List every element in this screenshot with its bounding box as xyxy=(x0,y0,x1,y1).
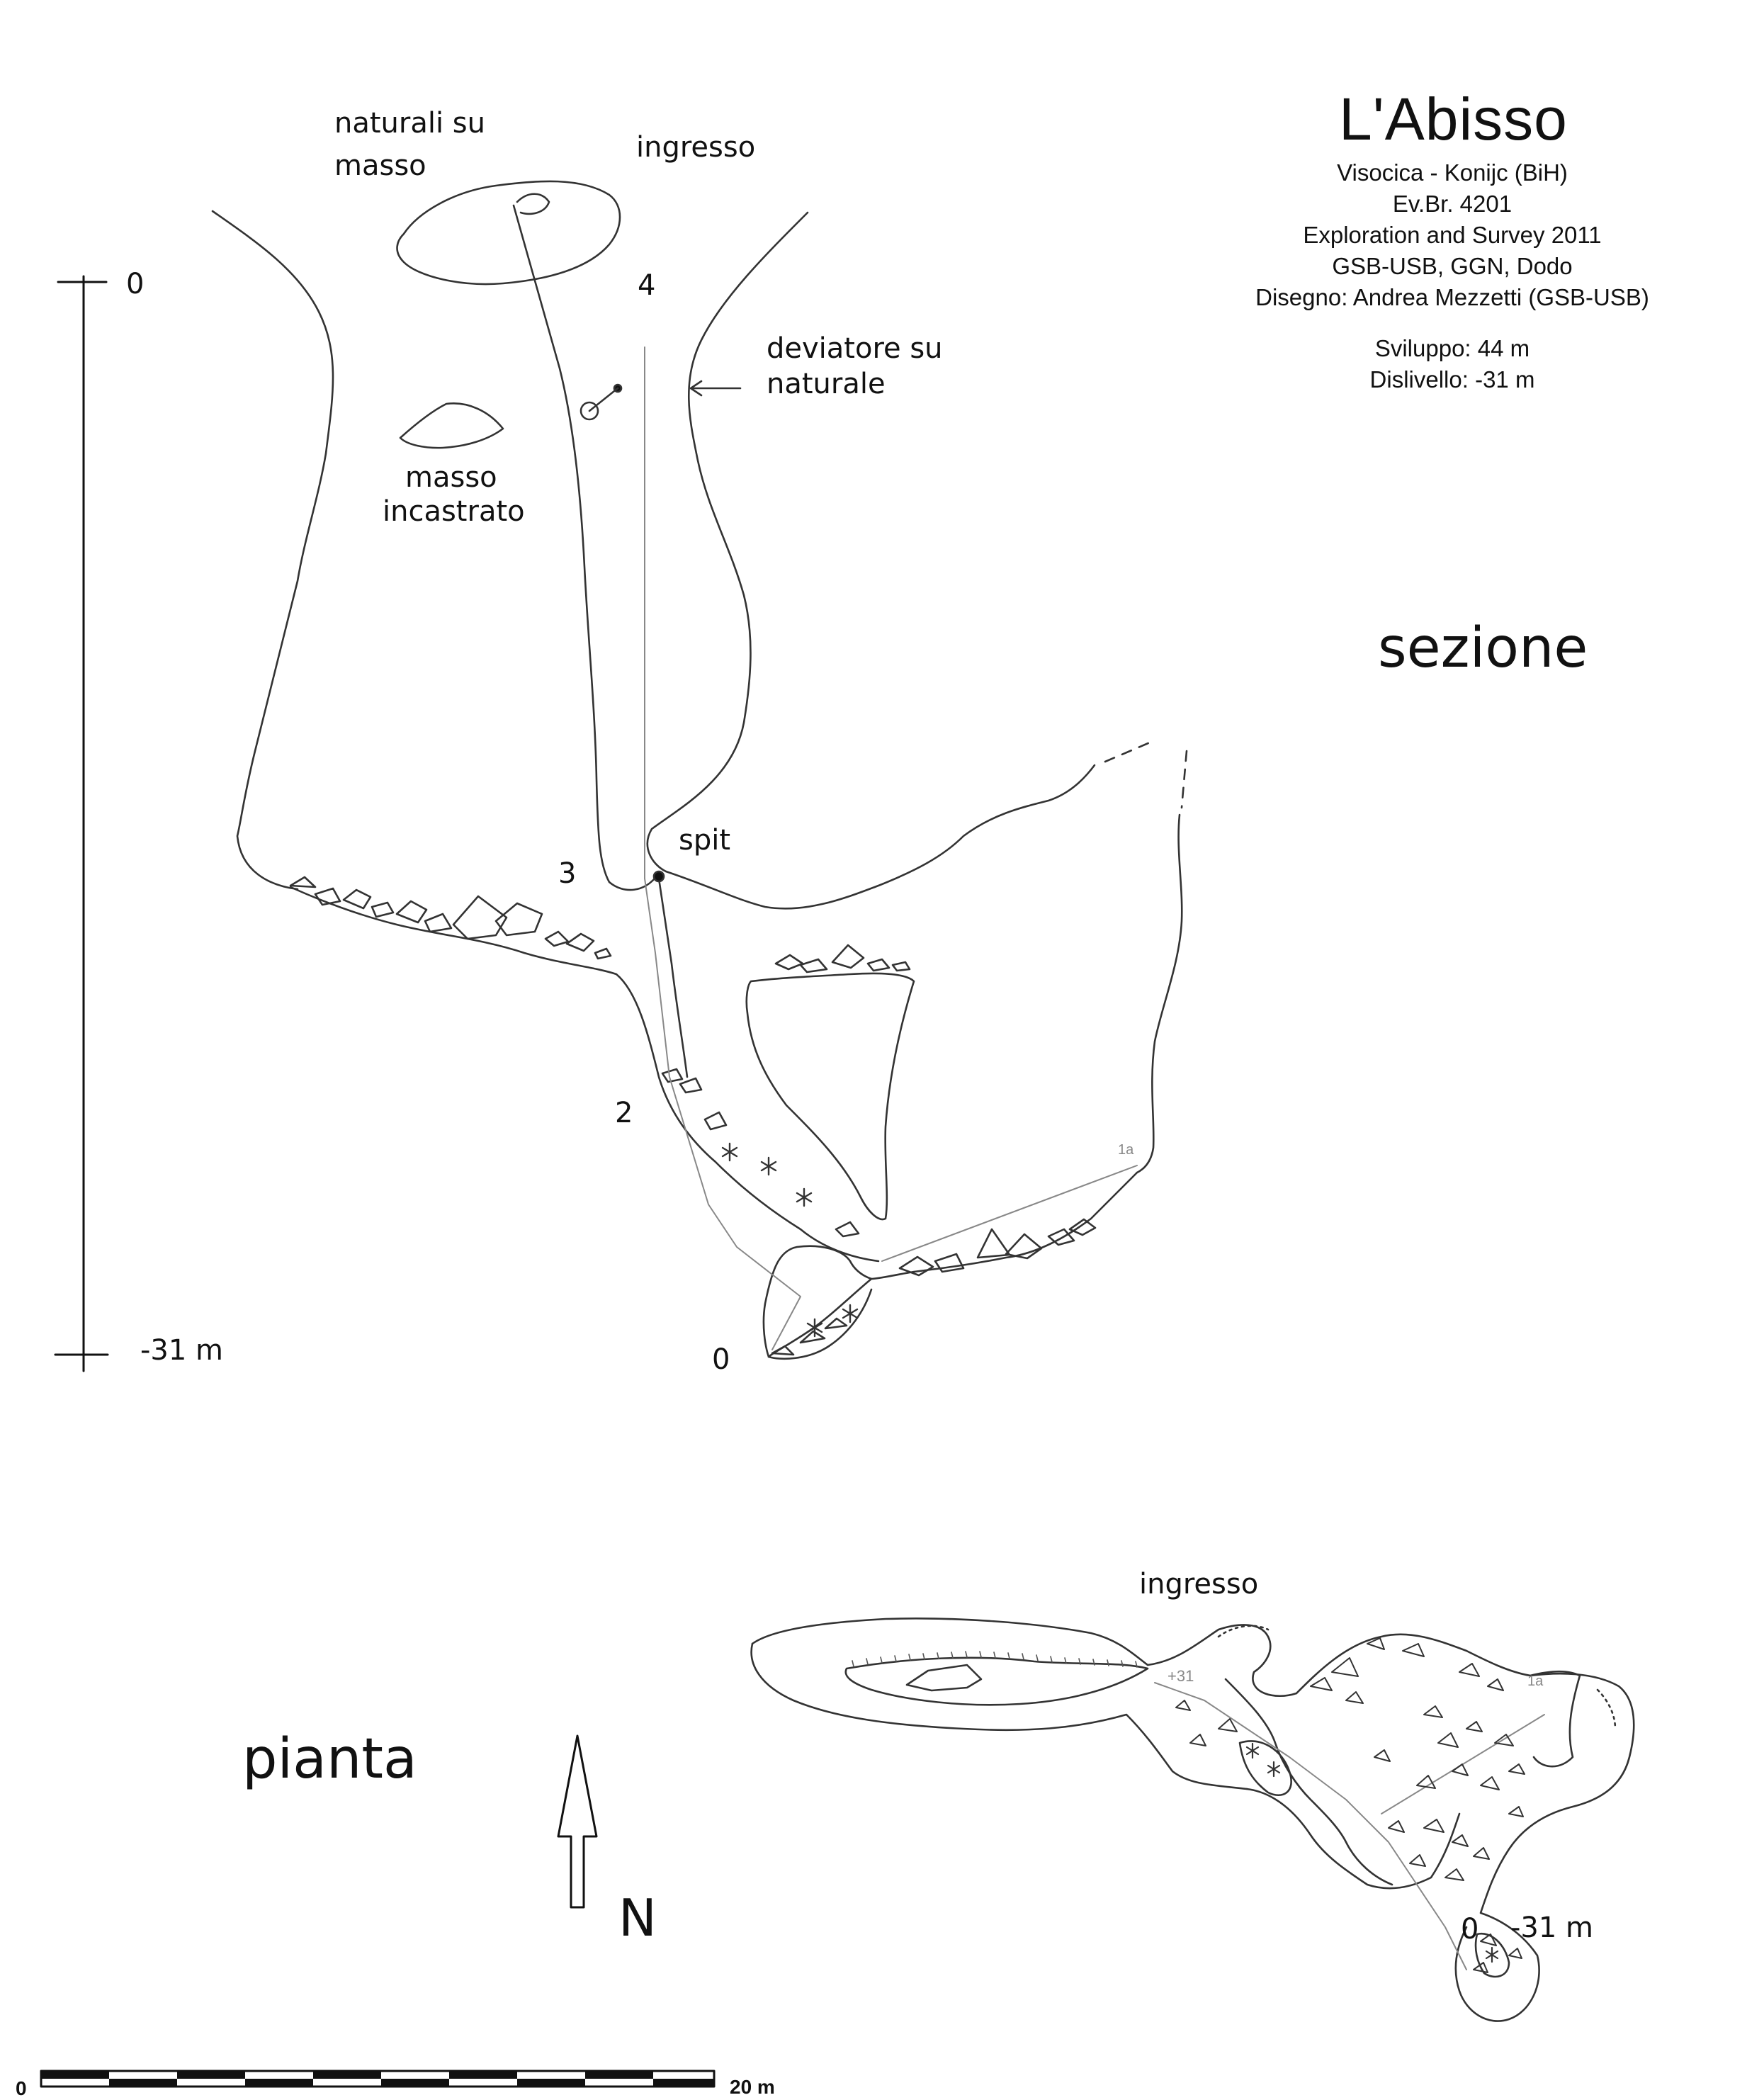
plan-survey-line xyxy=(1154,1682,1545,1970)
plan-block-west xyxy=(905,1664,983,1692)
station-0-section: 0 xyxy=(712,1343,730,1376)
plan-rubble xyxy=(1175,1637,1525,1973)
north-label: N xyxy=(618,1888,657,1948)
section-deviation-line xyxy=(588,387,619,412)
plan-inner-gallery xyxy=(844,1656,1149,1706)
section-title: sezione xyxy=(1378,616,1588,680)
survey-title: L'Abisso xyxy=(1339,86,1568,152)
section-deviatore-arrow xyxy=(689,380,742,397)
station-2: 2 xyxy=(615,1097,633,1129)
plan-title: pianta xyxy=(242,1727,417,1791)
station-0-plan: 0 xyxy=(1461,1913,1479,1946)
section-spit-anchor xyxy=(652,870,665,883)
plan-outline-west xyxy=(751,1618,1298,1698)
survey-info-block: Visocica - Konijc (BiH) Ev.Br. 4201 Expl… xyxy=(1204,157,1700,395)
depth-scale-bottom-label: -31 m xyxy=(140,1334,224,1367)
section-bottom-blocks xyxy=(771,1317,848,1356)
section-dashed-right xyxy=(1180,750,1188,809)
scale-bar-start: 0 xyxy=(16,2077,27,2099)
info-depth: Dislivello: -31 m xyxy=(1369,366,1535,393)
info-groups: GSB-USB, GGN, Dodo xyxy=(1332,253,1573,279)
bar-scale-segments xyxy=(41,2071,714,2087)
plan-asterisks xyxy=(1245,1742,1499,1963)
section-rubble-blocks xyxy=(289,876,612,960)
section-wedged-boulder xyxy=(399,402,504,449)
plan-chamber-east xyxy=(1295,1633,1635,2022)
plan-calcite-area xyxy=(1238,1740,1510,1978)
plan-chamber-east-lower xyxy=(1245,1788,1461,1890)
label-masso-line1: masso xyxy=(405,461,497,494)
section-rope xyxy=(512,204,659,891)
section-pillar-blocks xyxy=(774,944,911,973)
section-upper-right-ceiling xyxy=(665,764,1096,910)
section-right-chamber-wall xyxy=(1136,813,1183,1174)
info-development: Sviluppo: 44 m xyxy=(1374,335,1530,361)
station-4: 4 xyxy=(638,269,656,302)
section-anchor-hook xyxy=(516,193,550,215)
section-rubble-floor xyxy=(289,886,880,1263)
scale-bar-end: 20 m xyxy=(730,2076,775,2098)
section-passage-blocks xyxy=(661,1068,860,1238)
plan-inner-hatching xyxy=(852,1651,1138,1668)
label-deviatore-line1: deviatore su xyxy=(767,332,943,365)
label-masso-line2: incastrato xyxy=(383,495,525,528)
section-entrance-boulder xyxy=(396,180,621,286)
plan-central-passage xyxy=(1224,1678,1393,1886)
plan-end-depth: -31 m xyxy=(1510,1912,1594,1944)
section-anchor-ring xyxy=(579,401,599,421)
plan-dot-scale-ring xyxy=(1217,1625,1617,1730)
info-exploration: Exploration and Survey 2011 xyxy=(1303,222,1602,248)
label-ingresso-plan: ingresso xyxy=(1139,1568,1259,1601)
station-1a-plan: 1a xyxy=(1527,1673,1544,1689)
label-naturali-line2: masso xyxy=(334,149,426,182)
label-ingresso-section: ingresso xyxy=(636,131,756,164)
depth-scale-top-label: 0 xyxy=(126,268,145,300)
section-lower-blocks xyxy=(898,1218,1097,1277)
plan-east-lobe xyxy=(1529,1670,1581,1768)
info-drawing: Disegno: Andrea Mezzetti (GSB-USB) xyxy=(1255,284,1649,310)
vertical-depth-scale xyxy=(54,275,109,1372)
section-dashed-continuation xyxy=(1104,739,1156,763)
section-right-wall xyxy=(646,211,809,873)
section-bottom-chamber xyxy=(767,1288,873,1360)
section-lower-floor xyxy=(870,1171,1138,1280)
label-plus31: +31 xyxy=(1168,1667,1194,1685)
label-spit: spit xyxy=(679,824,731,857)
label-deviatore-line2: naturale xyxy=(767,368,886,400)
section-survey-line xyxy=(644,346,1138,1350)
station-3: 3 xyxy=(558,857,577,890)
plan-outline-south-west xyxy=(750,1642,1248,1790)
section-left-wall xyxy=(211,210,334,891)
station-1a-section: 1a xyxy=(1118,1142,1134,1158)
north-arrow xyxy=(557,1734,598,1909)
info-location: Visocica - Konijc (BiH) xyxy=(1337,159,1568,186)
label-naturali-line1: naturali su xyxy=(334,107,485,140)
section-inner-pillar xyxy=(745,972,915,1221)
section-rope-lower xyxy=(657,877,689,1078)
section-asterisks xyxy=(721,1142,859,1338)
info-catalog: Ev.Br. 4201 xyxy=(1392,191,1513,217)
